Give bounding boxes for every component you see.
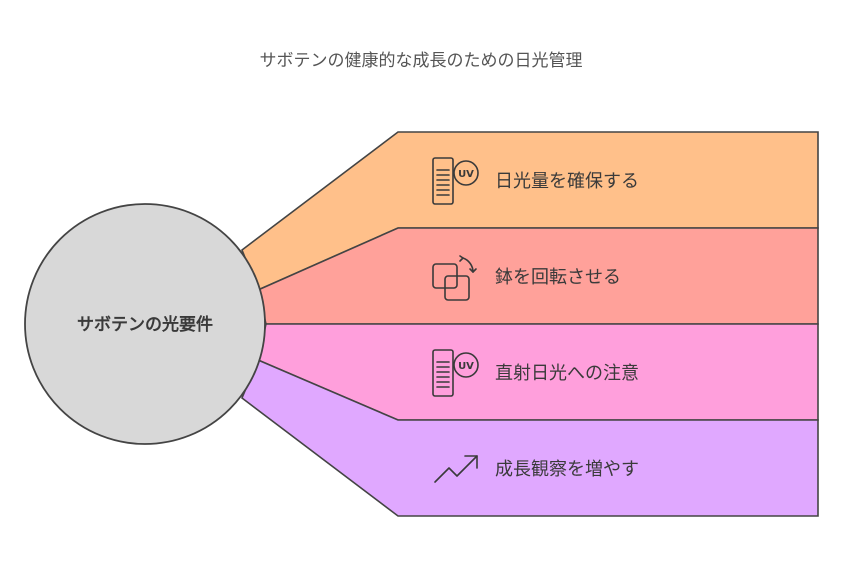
svg-text:UV: UV: [458, 361, 474, 372]
svg-text:UV: UV: [458, 169, 474, 180]
item-1-label: 日光量を確保する: [495, 171, 639, 192]
band-4-shape: [241, 358, 819, 517]
band-1: UV 日光量を確保する: [241, 131, 819, 292]
item-3-label: 直射日光への注意: [495, 363, 639, 384]
center-circle: [24, 203, 266, 445]
band-4: 成長観察を増やす: [241, 358, 819, 517]
rotate-pot-icon: [432, 255, 477, 301]
uv-document-icon: UV: [432, 157, 479, 205]
center-node: サボテンの光要件: [24, 203, 266, 445]
trend-up-icon: [434, 455, 478, 483]
diagram-title: サボテンの健康的な成長のための日光管理: [260, 51, 583, 71]
item-2-label: 鉢を回転させる: [495, 267, 621, 288]
item-4-label: 成長観察を増やす: [495, 459, 639, 480]
center-label: サボテンの光要件: [77, 314, 213, 335]
uv-document-icon: UV: [432, 349, 479, 397]
